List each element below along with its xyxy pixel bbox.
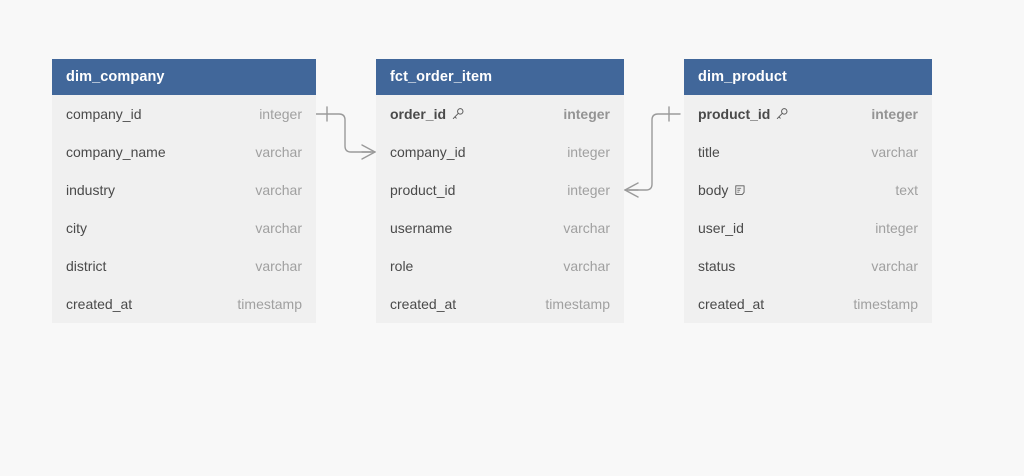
field-name-wrapper: product_id xyxy=(390,182,455,198)
field-name: district xyxy=(66,258,107,274)
field-row[interactable]: created_at timestamp xyxy=(684,285,932,323)
field-row[interactable]: city varchar xyxy=(52,209,316,247)
field-name-wrapper: created_at xyxy=(698,296,764,312)
field-type: varchar xyxy=(255,258,302,274)
field-name-wrapper: company_id xyxy=(390,144,466,160)
field-name: body xyxy=(698,182,729,198)
relationship-dim_company-fct_order_item xyxy=(315,106,376,160)
field-name: order_id xyxy=(390,106,447,122)
field-name: company_id xyxy=(66,106,142,122)
field-type: integer xyxy=(871,106,918,122)
field-type: integer xyxy=(259,106,302,122)
entity-title: dim_product xyxy=(684,59,932,95)
field-name: created_at xyxy=(66,296,133,312)
field-row[interactable]: username varchar xyxy=(376,209,624,247)
field-row[interactable]: created_at timestamp xyxy=(376,285,624,323)
field-name: user_id xyxy=(698,220,744,236)
field-type: timestamp xyxy=(237,296,302,312)
field-name-wrapper: role xyxy=(390,258,413,274)
field-name: industry xyxy=(66,182,116,198)
field-type: timestamp xyxy=(545,296,610,312)
field-name: created_at xyxy=(390,296,457,312)
field-row[interactable]: product_id integer xyxy=(376,171,624,209)
field-row[interactable]: industry varchar xyxy=(52,171,316,209)
entity-table-dim_company[interactable]: dim_company company_id integer company_name… xyxy=(52,59,316,323)
field-name-wrapper: order_id xyxy=(390,106,465,122)
field-name-wrapper: status xyxy=(698,258,735,274)
field-name-wrapper: company_name xyxy=(66,144,166,160)
field-name: title xyxy=(698,144,720,160)
field-row[interactable]: user_id integer xyxy=(684,209,932,247)
field-type: varchar xyxy=(255,182,302,198)
field-type: varchar xyxy=(563,258,610,274)
field-type: timestamp xyxy=(853,296,918,312)
field-name: company_name xyxy=(66,144,166,160)
field-type: integer xyxy=(567,182,610,198)
field-row[interactable]: company_id integer xyxy=(376,133,624,171)
relationship-fct_order_item-dim_product xyxy=(624,106,681,198)
field-type: integer xyxy=(567,144,610,160)
field-type: varchar xyxy=(255,220,302,236)
field-name: company_id xyxy=(390,144,466,160)
field-name-wrapper: created_at xyxy=(66,296,132,312)
field-name-wrapper: username xyxy=(390,220,452,236)
cardinality-many-marker xyxy=(361,144,376,160)
field-row[interactable]: title varchar xyxy=(684,133,932,171)
field-name: product_id xyxy=(390,182,456,198)
field-row[interactable]: order_id integer xyxy=(376,95,624,133)
field-row[interactable]: district varchar xyxy=(52,247,316,285)
note-icon xyxy=(733,183,747,197)
cardinality-many-marker xyxy=(624,182,639,198)
field-row[interactable]: company_id integer xyxy=(52,95,316,133)
field-name-wrapper: industry xyxy=(66,182,115,198)
field-type: varchar xyxy=(871,258,918,274)
field-type: varchar xyxy=(871,144,918,160)
field-name-wrapper: user_id xyxy=(698,220,744,236)
field-row[interactable]: product_id integer xyxy=(684,95,932,133)
field-type: varchar xyxy=(563,220,610,236)
field-type: text xyxy=(895,182,918,198)
key-icon xyxy=(775,107,789,121)
field-name-wrapper: created_at xyxy=(390,296,456,312)
field-name-wrapper: product_id xyxy=(698,106,789,122)
key-icon xyxy=(451,107,465,121)
field-row[interactable]: role varchar xyxy=(376,247,624,285)
field-row[interactable]: body text xyxy=(684,171,932,209)
field-row[interactable]: created_at timestamp xyxy=(52,285,316,323)
field-name: username xyxy=(390,220,453,236)
field-row[interactable]: company_name varchar xyxy=(52,133,316,171)
field-name: created_at xyxy=(698,296,765,312)
field-name-wrapper: city xyxy=(66,220,87,236)
field-name-wrapper: body xyxy=(698,182,747,198)
field-type: integer xyxy=(875,220,918,236)
field-name-wrapper: title xyxy=(698,144,720,160)
field-name: status xyxy=(698,258,736,274)
field-type: integer xyxy=(563,106,610,122)
entity-title: dim_company xyxy=(52,59,316,95)
field-row[interactable]: status varchar xyxy=(684,247,932,285)
field-name-wrapper: district xyxy=(66,258,106,274)
field-name: product_id xyxy=(698,106,771,122)
field-name-wrapper: company_id xyxy=(66,106,142,122)
field-name: role xyxy=(390,258,414,274)
field-name: city xyxy=(66,220,87,236)
entity-title: fct_order_item xyxy=(376,59,624,95)
field-type: varchar xyxy=(255,144,302,160)
